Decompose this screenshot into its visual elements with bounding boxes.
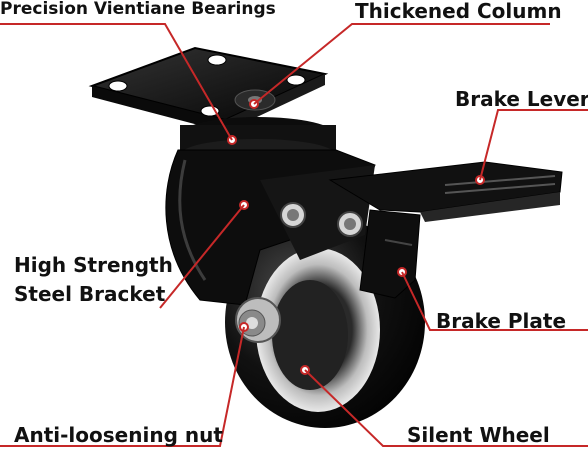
label-nut: Anti-loosening nut — [14, 423, 223, 447]
label-bracket-line2: Steel Bracket — [14, 282, 166, 306]
bracket — [165, 149, 376, 306]
label-brake-lever: Brake Lever — [455, 87, 588, 111]
leader-lines — [0, 23, 588, 447]
wheel — [225, 216, 425, 428]
label-bracket-line1: High Strength — [14, 253, 173, 277]
label-brake-plate: Brake Plate — [436, 309, 567, 333]
mounting-plate — [88, 46, 329, 132]
label-bearings: Precision Vientiane Bearings — [0, 0, 276, 19]
brake-lever — [328, 161, 563, 222]
label-column: Thickened Column — [355, 0, 562, 23]
label-wheel: Silent Wheel — [407, 423, 550, 447]
